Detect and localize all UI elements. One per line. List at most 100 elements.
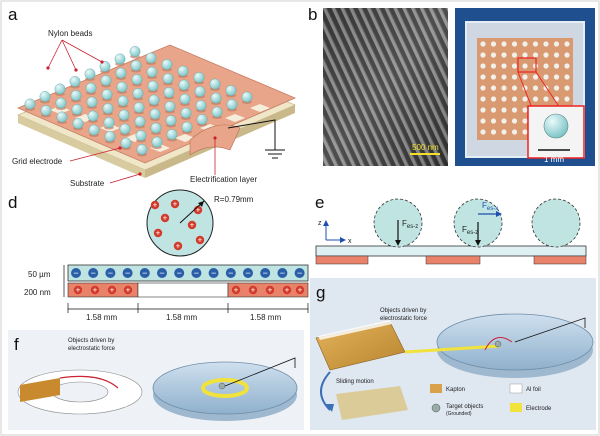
bead: [71, 104, 83, 117]
device-bead: [490, 74, 497, 80]
svg-text:+: +: [163, 214, 168, 223]
positive-charge: +: [73, 286, 83, 295]
bead: [72, 118, 84, 131]
panel-g-caption-2: electrostatic force: [380, 316, 428, 322]
bead: [165, 115, 177, 128]
device-bead: [480, 85, 486, 91]
nylon-beads: [24, 46, 253, 157]
svg-text:+: +: [268, 286, 273, 295]
svg-text:−: −: [194, 268, 199, 278]
electrode-e2: [425, 255, 481, 265]
panel-b: b 500 nm: [308, 5, 448, 166]
device-bead: [501, 85, 507, 91]
svg-text:+: +: [76, 286, 81, 295]
bead: [194, 86, 206, 99]
device-bead: [553, 74, 560, 80]
force-2-label: Fes-x: [482, 201, 498, 212]
bead: [56, 111, 68, 124]
device-bead: [490, 96, 497, 102]
device-bead: [480, 41, 486, 47]
svg-text:−: −: [142, 268, 147, 278]
device-bead: [543, 96, 549, 102]
svg-text:+: +: [196, 206, 201, 215]
device-bead: [522, 118, 528, 124]
device-bead: [511, 96, 518, 102]
device-bead: [522, 63, 528, 69]
device-bead: [480, 74, 486, 80]
panel-f: f Objects driven by electrostatic force: [8, 330, 304, 430]
svg-text:−: −: [91, 268, 96, 278]
target-object-g: [494, 340, 502, 348]
bead: [54, 83, 66, 96]
device-bead: [490, 129, 497, 135]
device-bead: [511, 74, 518, 80]
device-bead: [501, 52, 507, 58]
inset-scale-label: 1 mm: [544, 155, 564, 164]
sliding-arrow: [320, 371, 331, 411]
kapton-slid-g: [336, 386, 408, 420]
device-bead: [543, 74, 549, 80]
bead: [162, 73, 174, 86]
panel-a: a Nylon beads Grid electrode: [8, 5, 297, 188]
device-bead: [553, 41, 560, 47]
device-bead: [532, 85, 539, 91]
device-bead: [511, 63, 518, 69]
bead: [69, 76, 81, 89]
device-bead: [480, 63, 486, 69]
device-bead: [480, 96, 486, 102]
bead: [84, 68, 96, 81]
svg-text:−: −: [125, 268, 130, 278]
bead: [166, 129, 178, 142]
legend-electrode: Electrode: [526, 406, 552, 412]
negative-charge: −: [122, 268, 133, 278]
negative-charge: −: [191, 268, 202, 278]
device-bead: [511, 118, 518, 124]
negative-charge: −: [139, 268, 150, 278]
bead: [241, 91, 253, 104]
device-bead: [511, 52, 518, 58]
wire-f: [224, 357, 296, 387]
svg-text:−: −: [108, 268, 113, 278]
positive-charge: +: [150, 201, 160, 210]
positive-charge: +: [123, 286, 133, 295]
svg-text:+: +: [234, 286, 239, 295]
panel-g: g Objects driven by electrostatic force …: [310, 278, 596, 430]
svg-text:−: −: [297, 268, 302, 278]
bead: [180, 107, 192, 120]
target-object-f: [218, 382, 226, 390]
svg-text:+: +: [153, 201, 158, 210]
bead: [136, 144, 148, 157]
svg-text:−: −: [211, 268, 216, 278]
bead: [103, 117, 115, 130]
bead: [151, 136, 163, 149]
legend-alfoil: Al foil: [526, 387, 541, 393]
zoom-box: [517, 57, 537, 73]
spacing-1: 1.58 mm: [86, 313, 117, 322]
device-bead: [553, 63, 560, 69]
bead: [120, 137, 132, 150]
device-bead: [532, 52, 539, 58]
device-bead: [511, 129, 518, 135]
device-bead: [564, 52, 570, 58]
spacing-2: 1.58 mm: [166, 313, 197, 322]
bead: [87, 110, 99, 123]
electrification-layer-section: [67, 264, 309, 282]
device-bead: [543, 41, 549, 47]
nylon-beads-label: Nylon beads: [48, 29, 92, 38]
positive-charge: +: [248, 286, 258, 295]
bead: [99, 61, 111, 74]
bead: [85, 82, 97, 95]
svg-text:+: +: [110, 286, 115, 295]
positive-charge: +: [170, 200, 180, 209]
positive-charge: +: [153, 229, 163, 238]
negative-charge: −: [157, 268, 167, 278]
bead: [132, 88, 144, 101]
device-bead: [480, 129, 486, 135]
panel-f-caption-2: electrostatic force: [68, 346, 116, 352]
bead: [211, 106, 223, 119]
svg-text:+: +: [173, 200, 178, 209]
legend-alfoil-swatch: [509, 383, 523, 394]
device-bead: [522, 129, 528, 135]
bead: [226, 99, 238, 112]
svg-text:+: +: [285, 286, 290, 295]
